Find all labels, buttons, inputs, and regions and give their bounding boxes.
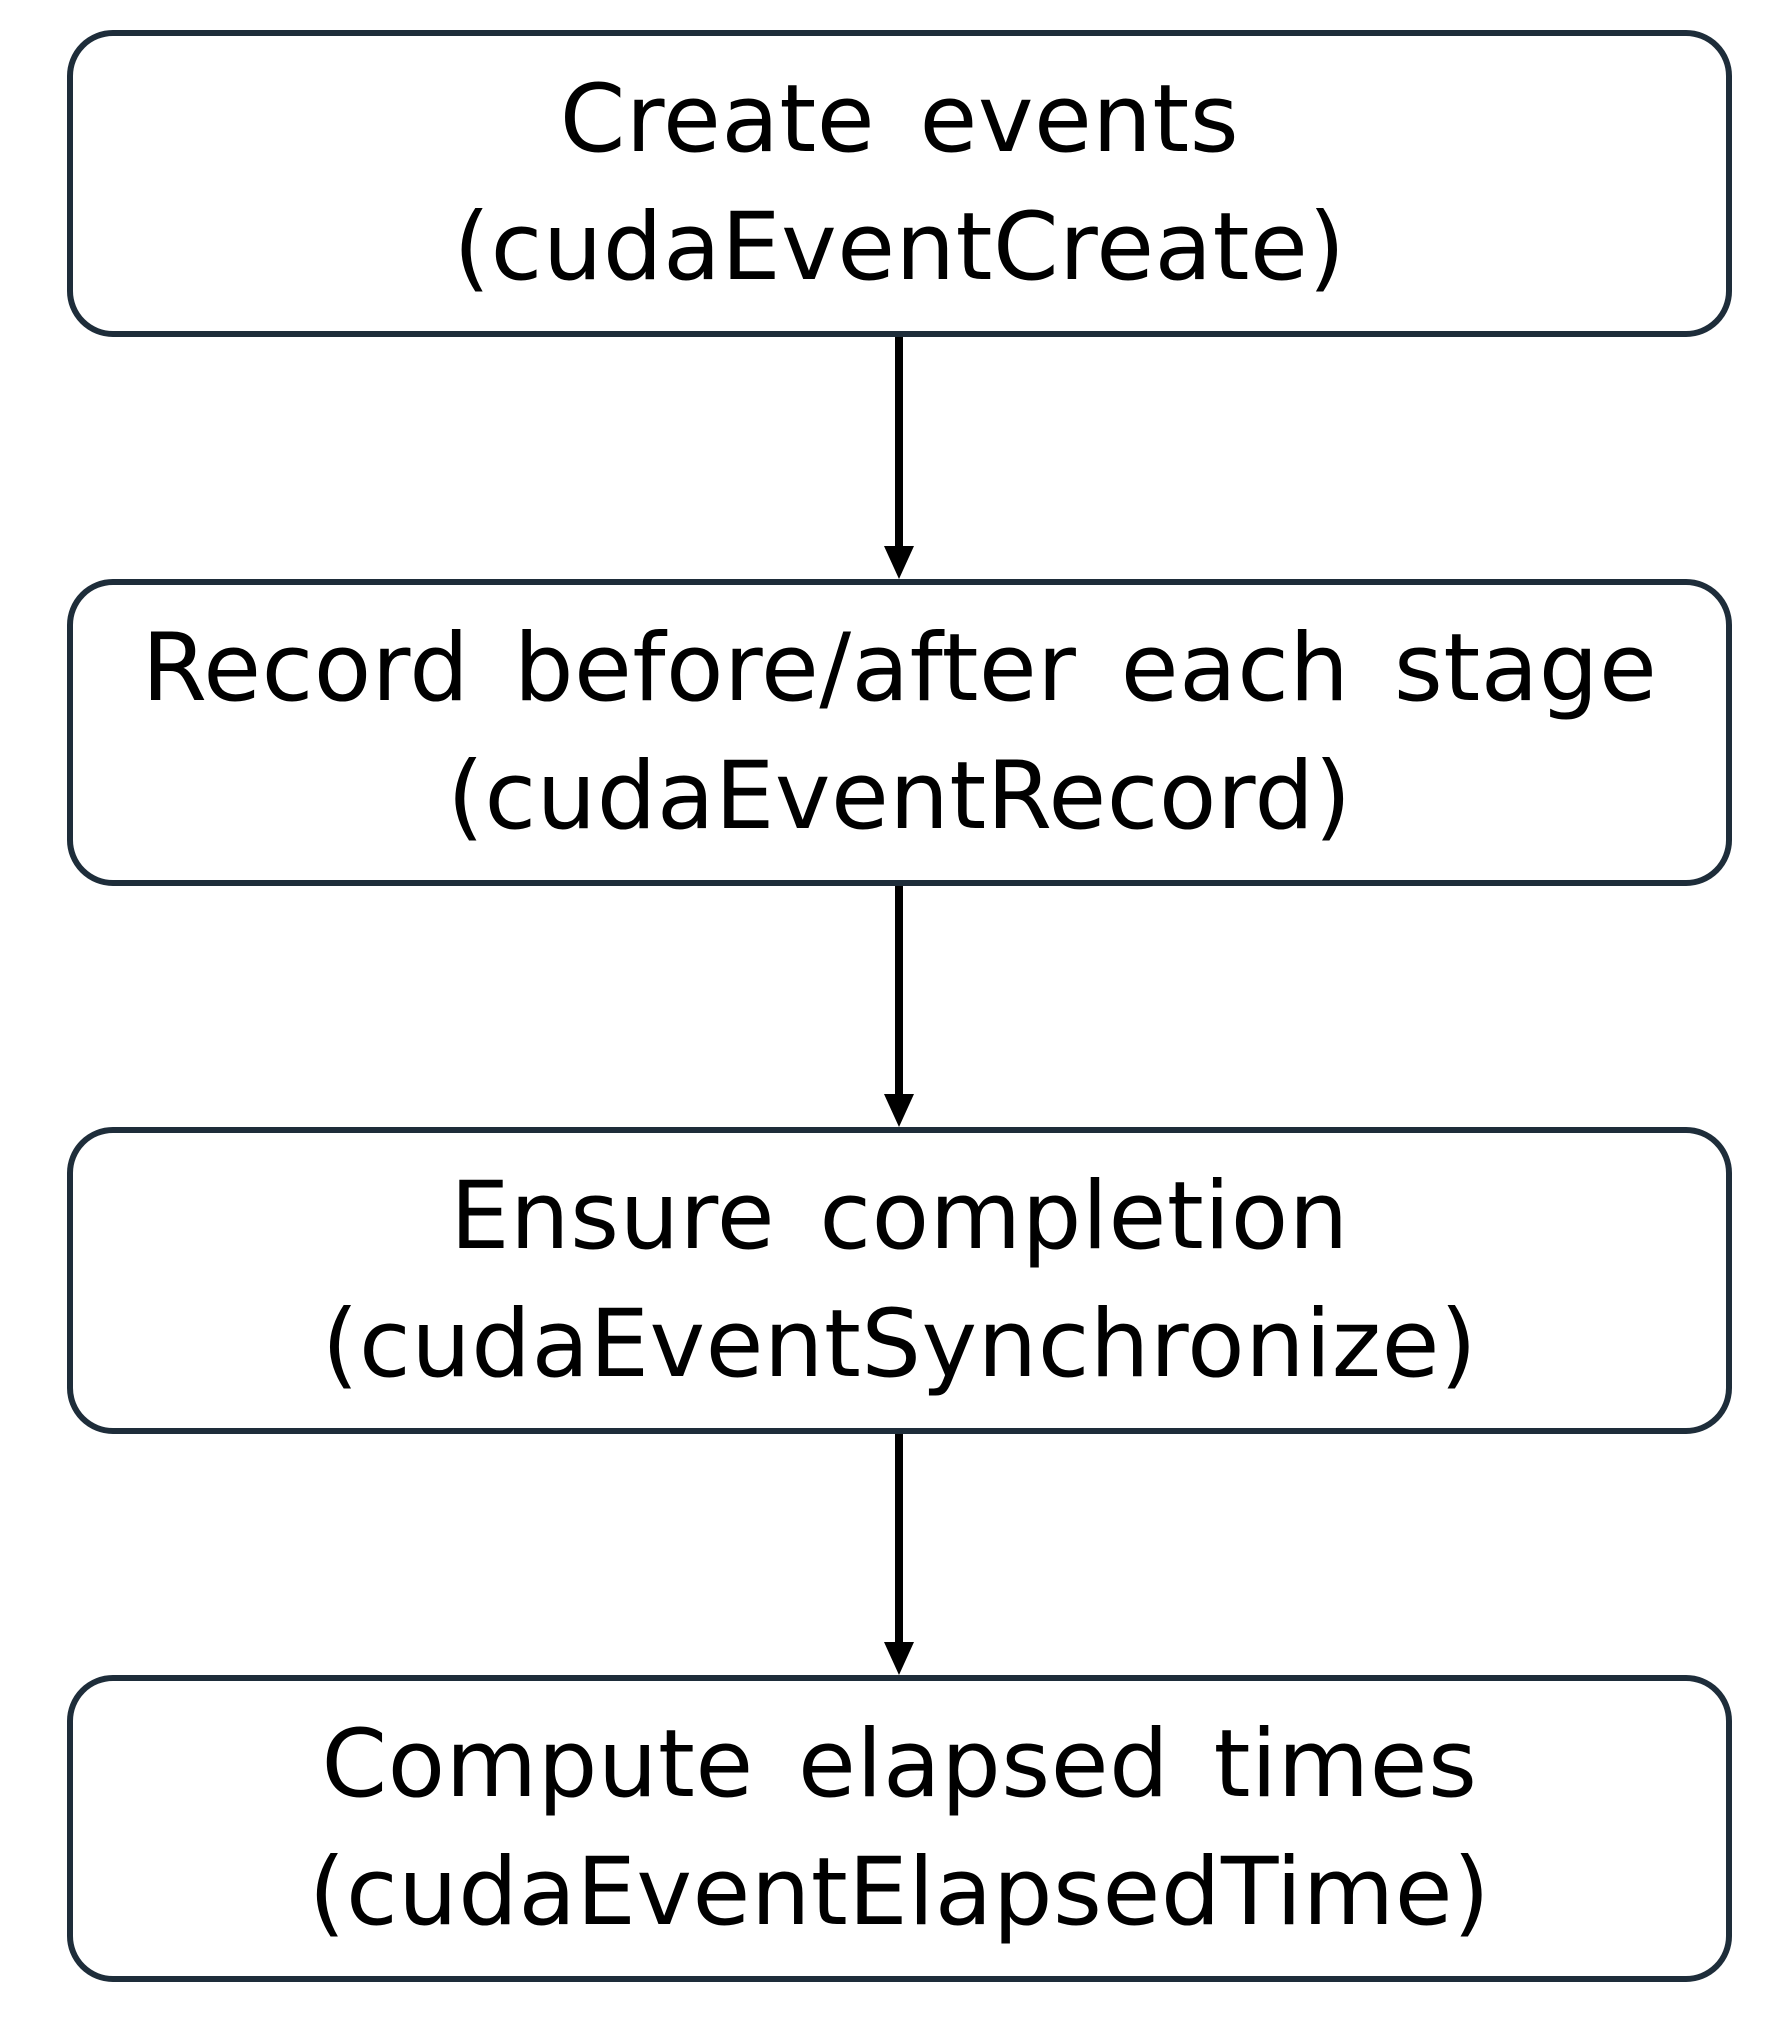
step-title: Create events xyxy=(559,64,1240,174)
step-title: Ensure completion xyxy=(450,1161,1349,1271)
arrow-down-icon xyxy=(884,886,914,1127)
step-title: Record before/after each stage xyxy=(141,613,1658,723)
arrow-down-icon xyxy=(884,337,914,579)
step-title: Compute elapsed times xyxy=(321,1709,1478,1819)
step-record-events: Record before/after each stage (cudaEven… xyxy=(67,579,1732,886)
step-api-call: (cudaEventCreate) xyxy=(453,192,1346,302)
step-api-call: (cudaEventElapsedTime) xyxy=(308,1837,1491,1947)
step-ensure-completion: Ensure completion (cudaEventSynchronize) xyxy=(67,1127,1732,1434)
step-api-call: (cudaEventRecord) xyxy=(447,741,1352,851)
arrow-down-icon xyxy=(884,1434,914,1675)
step-api-call: (cudaEventSynchronize) xyxy=(321,1289,1478,1399)
step-create-events: Create events (cudaEventCreate) xyxy=(67,30,1732,337)
step-compute-elapsed-times: Compute elapsed times (cudaEventElapsedT… xyxy=(67,1675,1732,1982)
